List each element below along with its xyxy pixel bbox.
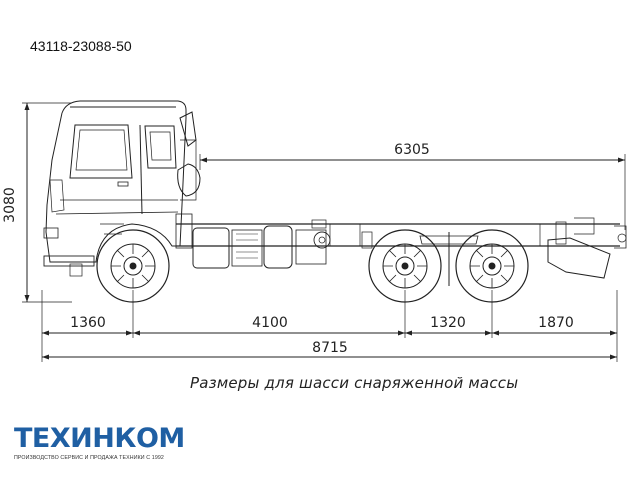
brand-name: ТЕХИНКОМ xyxy=(14,423,185,454)
wheelbase-label: 4100 xyxy=(252,315,288,331)
front-overhang-label: 1360 xyxy=(70,315,106,331)
model-number: 43118-23088-50 xyxy=(30,38,132,54)
overall-length-dimension-line xyxy=(42,354,617,360)
rear-wheel-2 xyxy=(455,229,529,303)
rear-overhang-label: 1870 xyxy=(538,315,574,331)
brand-logo: ТЕХИНКОМ ПРОИЗВОДСТВО СЕРВИС И ПРОДАЖА Т… xyxy=(14,423,204,462)
bogie-label: 1320 xyxy=(430,315,466,331)
segment-dimension-lines xyxy=(41,290,618,362)
body-length-label: 6305 xyxy=(394,142,430,158)
body-length-dimension-line xyxy=(199,154,626,230)
height-dimension-line xyxy=(22,102,72,303)
rear-wheel-1 xyxy=(368,229,442,303)
height-label: 3080 xyxy=(2,187,18,223)
front-wheel xyxy=(96,229,170,303)
overall-length-label: 8715 xyxy=(312,340,348,356)
caption: Размеры для шасси снаряженной массы xyxy=(190,374,519,392)
brand-tagline: ПРОИЗВОДСТВО СЕРВИС И ПРОДАЖА ТЕХНИКИ С … xyxy=(14,455,164,461)
truck-illustration xyxy=(43,100,627,286)
